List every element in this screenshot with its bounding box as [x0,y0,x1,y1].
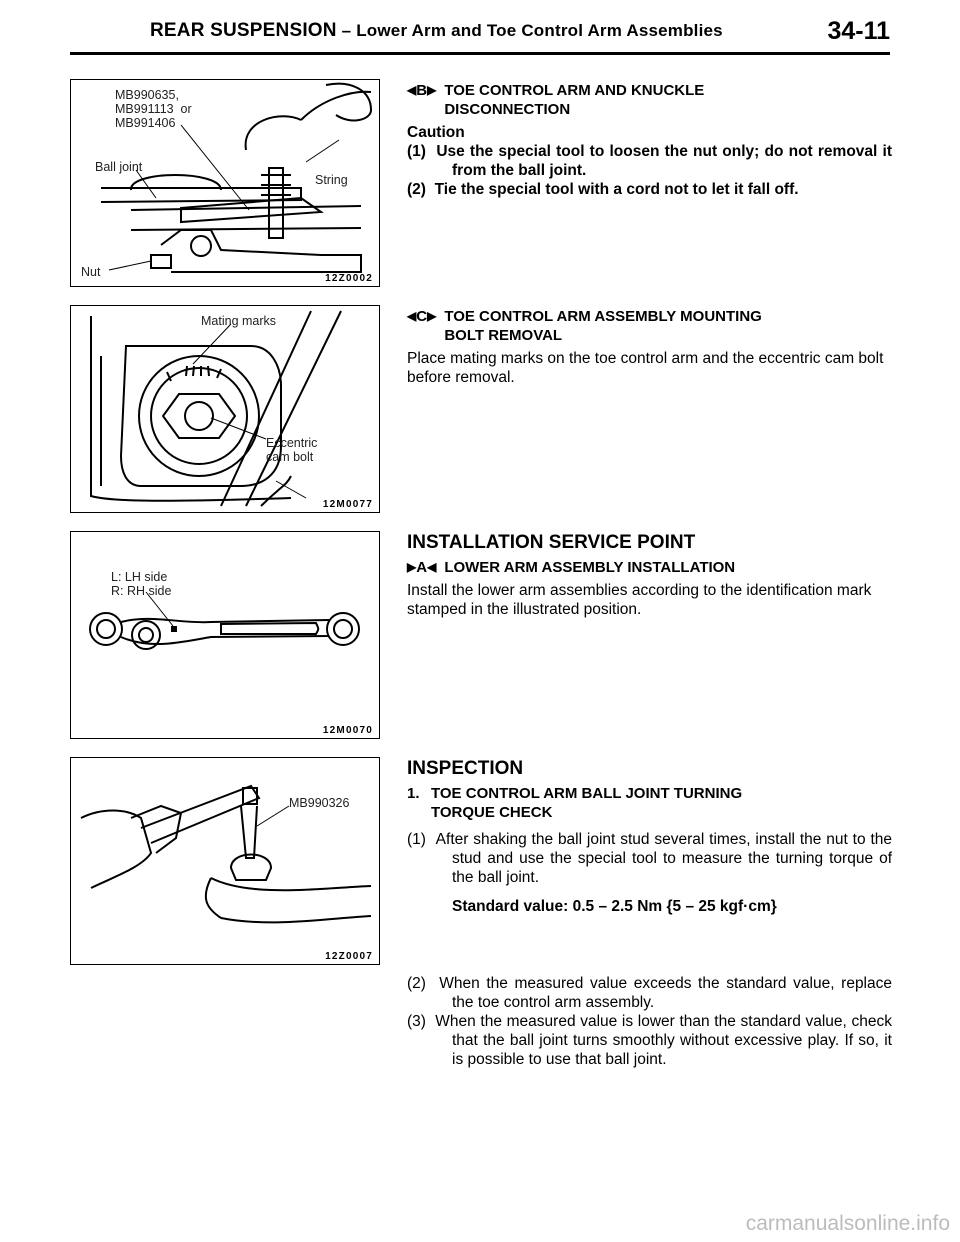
triangle-left-icon: ◀ [407,309,417,323]
figure-eccentric-cam-bolt: Mating marks Eccentric cam bolt 12M0077 [70,305,380,513]
lower-arm-illustration [89,591,360,650]
label-ball-joint: Ball joint [95,160,143,174]
header-rule [70,52,890,55]
inspection-step-title: TOE CONTROL ARM BALL JOINT TURNING TORQU… [431,785,743,821]
caution-item-text: Use the special tool to loosen the nut o… [436,143,892,179]
header-title: REAR SUSPENSION – Lower Arm and Toe Cont… [150,20,723,42]
installation-heading: INSTALLATION SERVICE POINT [407,532,696,553]
label-nut: Nut [81,265,101,279]
section-b-title: TOE CONTROL ARM AND KNUCKLE DISCONNECTIO… [444,82,705,118]
header-title-main: REAR SUSPENSION [150,20,337,41]
inspection-list-continued: (2) When the measured value exceeds the … [407,974,892,1069]
section-inspection: INSPECTION 1. TOE CONTROL ARM BALL JOINT… [407,759,892,1069]
header-title-sub: – Lower Arm and Toe Control Arm Assembli… [336,21,723,40]
inspection-list: (1) After shaking the ball joint stud se… [407,830,892,887]
section-installation-service-point: INSTALLATION SERVICE POINT ▶A◀ LOWER ARM… [407,533,892,619]
inspection-step-num: 1. [407,785,420,802]
section-c-letter: C [416,308,428,325]
inspection-item-text: After shaking the ball joint stud severa… [435,831,892,886]
label-tool-numbers: MB990635, MB991113 or MB991406 [115,88,192,130]
inspection-item: (3) When the measured value is lower tha… [407,1012,892,1069]
figure-code: 12Z0002 [325,273,373,284]
caution-item-num: (2) [407,181,426,198]
label-tool-number: MB990326 [289,796,350,810]
page-number: 34-11 [827,17,890,45]
caution-item-num: (1) [407,143,426,160]
section-c-mounting-bolt-removal: ◀C▶ TOE CONTROL ARM ASSEMBLY MOUNTING BO… [407,307,892,387]
label-sides: L: LH side R: RH side [111,570,172,598]
figure-ball-joint-tool: MB990635, MB991113 or MB991406 Ball join… [70,79,380,287]
section-b-tag: ◀B▶ [407,81,436,100]
label-eccentric-cam-bolt: Eccentric cam bolt [266,436,318,464]
section-a-title: LOWER ARM ASSEMBLY INSTALLATION [444,559,736,576]
figure-code: 12M0070 [322,725,373,736]
label-mating-marks: Mating marks [201,314,277,328]
caution-item: (2) Tie the special tool with a cord not… [407,180,892,199]
triangle-right-icon: ▶ [427,83,437,97]
inspection-item-text: When the measured value is lower than th… [435,1013,892,1068]
inspection-item-num: (1) [407,831,426,848]
watermark: carmanualsonline.info [745,1212,950,1235]
inspection-step-heading: 1. TOE CONTROL ARM BALL JOINT TURNING TO… [407,784,892,822]
inspection-item: (1) After shaking the ball joint stud se… [407,830,892,887]
standard-value: Standard value: 0.5 – 2.5 Nm {5 – 25 kgf… [452,898,777,915]
section-a-heading: ▶A◀ LOWER ARM ASSEMBLY INSTALLATION [407,558,892,577]
section-b-toe-control-arm-disconnection: ◀B▶ TOE CONTROL ARM AND KNUCKLE DISCONNE… [407,81,892,199]
triangle-left-icon: ◀ [427,560,437,574]
ball-joint-illustration [100,82,373,273]
installation-body: Install the lower arm assemblies accordi… [407,582,872,618]
section-b-letter: B [416,82,428,99]
torque-check-illustration [80,784,372,924]
inspection-item-num: (3) [407,1013,426,1030]
eccentric-bolt-illustration [90,310,342,507]
figure-torque-check: MB990326 12Z0007 [70,757,380,965]
figure-code: 12M0077 [322,499,373,510]
inspection-item-text: When the measured value exceeds the stan… [439,975,892,1011]
section-c-title: TOE CONTROL ARM ASSEMBLY MOUNTING BOLT R… [444,308,762,344]
caution-list: (1) Use the special tool to loosen the n… [407,142,892,199]
triangle-right-icon: ▶ [427,309,437,323]
section-b-heading: ◀B▶ TOE CONTROL ARM AND KNUCKLE DISCONNE… [407,81,892,119]
section-c-body: Place mating marks on the toe control ar… [407,350,884,386]
caution-label: Caution [407,124,465,141]
section-a-tag: ▶A◀ [407,558,436,577]
caution-item: (1) Use the special tool to loosen the n… [407,142,892,180]
caution-item-text: Tie the special tool with a cord not to … [434,181,799,198]
section-a-letter: A [416,559,428,576]
inspection-heading: INSPECTION [407,758,524,779]
section-c-tag: ◀C▶ [407,307,436,326]
label-string: String [315,173,348,187]
triangle-right-icon: ▶ [407,560,417,574]
identification-mark [171,626,177,632]
triangle-left-icon: ◀ [407,83,417,97]
figure-lower-arm: L: LH side R: RH side 12M0070 [70,531,380,739]
section-c-heading: ◀C▶ TOE CONTROL ARM ASSEMBLY MOUNTING BO… [407,307,892,345]
inspection-item: (2) When the measured value exceeds the … [407,974,892,1012]
inspection-item-num: (2) [407,975,426,992]
figure-code: 12Z0007 [325,951,373,962]
